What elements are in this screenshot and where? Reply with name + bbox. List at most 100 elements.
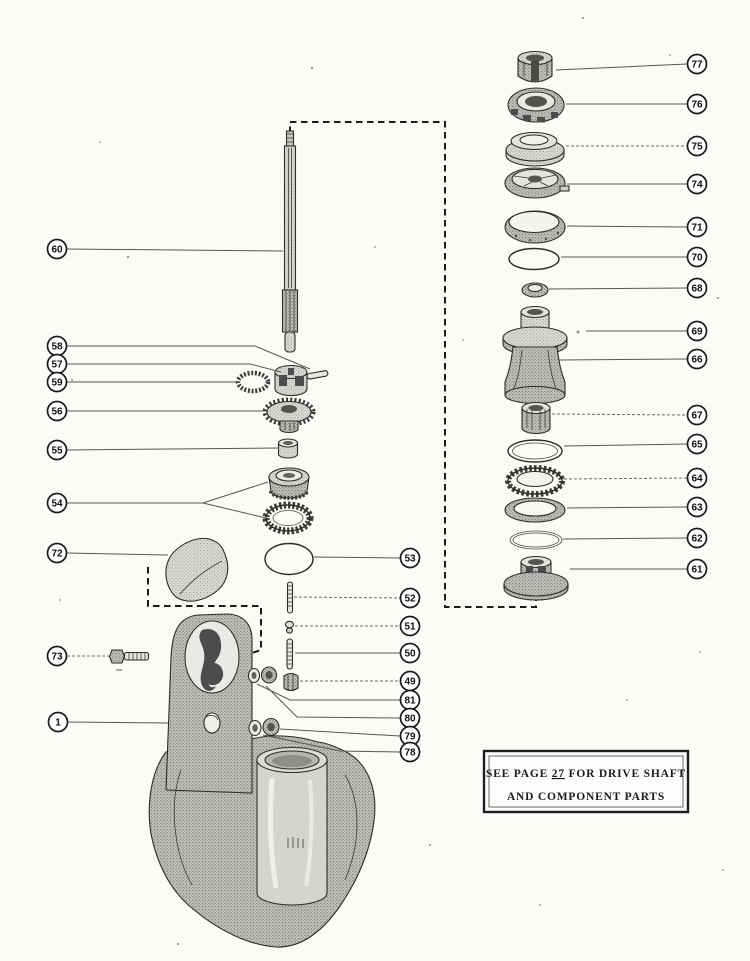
callout-75: 75 [686, 135, 708, 157]
callout-77: 77 [686, 53, 708, 75]
svg-text:67: 67 [691, 411, 703, 422]
part-washer-79 [248, 719, 262, 737]
part-bushing [277, 438, 299, 459]
part-shift-cam [165, 537, 229, 602]
note-box-border [482, 749, 690, 814]
svg-text:73: 73 [51, 652, 63, 663]
leader-52 [293, 596, 401, 599]
leader-65 [563, 443, 688, 447]
svg-text:59: 59 [51, 378, 63, 389]
part-ring-71 [504, 210, 566, 244]
callout-49: 49 [399, 670, 421, 692]
leader-79 [279, 728, 401, 737]
svg-text:66: 66 [691, 355, 703, 366]
leader-62 [562, 537, 688, 540]
leader-1 [67, 721, 169, 724]
part-o-ring-62 [509, 530, 563, 550]
svg-text:71: 71 [691, 223, 703, 234]
svg-text:64: 64 [691, 474, 703, 485]
callout-61: 61 [686, 558, 708, 580]
svg-text:56: 56 [51, 407, 63, 418]
leader-53 [313, 556, 401, 559]
callout-72: 72 [46, 542, 68, 564]
leader-64 [563, 477, 688, 480]
svg-text:58: 58 [51, 342, 63, 353]
part-bevel-gear [262, 397, 316, 434]
svg-text:53: 53 [404, 554, 416, 565]
leader-72 [66, 552, 169, 556]
svg-text:50: 50 [404, 649, 416, 660]
part-bolt [108, 649, 150, 671]
svg-text:70: 70 [691, 253, 703, 264]
part-roller-bearing-67 [521, 401, 551, 435]
svg-text:61: 61 [691, 565, 703, 576]
dashed-assembly-path-left [147, 567, 262, 656]
callout-66: 66 [686, 348, 708, 370]
part-cover-74 [504, 167, 570, 199]
note-line-1: SEE PAGE 27 FOR DRIVE SHAFT [486, 768, 686, 780]
leader-78 [262, 734, 401, 753]
part-clutch-dog [274, 364, 308, 397]
svg-text:51: 51 [404, 622, 416, 633]
svg-text:78: 78 [404, 748, 416, 759]
svg-text:55: 55 [51, 446, 63, 457]
callout-74: 74 [686, 173, 708, 195]
leader-55 [66, 447, 280, 451]
callout-73: 73 [46, 645, 68, 667]
part-coupler-51 [284, 620, 295, 634]
part-gear-housing [148, 613, 376, 948]
part-bearing-64 [505, 465, 565, 497]
callout-56: 56 [46, 400, 68, 422]
svg-text:74: 74 [691, 180, 703, 191]
callout-50: 50 [399, 642, 421, 664]
callout-1: 1 [47, 711, 69, 733]
callout-67: 67 [686, 404, 708, 426]
callout-71: 71 [686, 216, 708, 238]
callout-63: 63 [686, 496, 708, 518]
callout-68: 68 [686, 277, 708, 299]
svg-text:77: 77 [691, 60, 703, 71]
part-o-ring-53 [264, 542, 314, 576]
svg-text:52: 52 [404, 594, 416, 605]
callout-57: 57 [46, 353, 68, 375]
part-o-ring-65 [507, 439, 563, 463]
callout-69: 69 [686, 320, 708, 342]
part-ring-68 [521, 282, 549, 298]
svg-text:81: 81 [404, 696, 416, 707]
leader-66 [558, 358, 688, 361]
leader-58 [67, 345, 311, 370]
callout-64: 64 [686, 467, 708, 489]
svg-text:60: 60 [51, 245, 63, 256]
part-bearing-carrier [502, 305, 568, 405]
svg-text:72: 72 [51, 549, 63, 560]
svg-text:54: 54 [51, 499, 63, 510]
leader-57 [67, 363, 282, 373]
leader-81 [256, 683, 400, 701]
part-bearing-cup [262, 501, 314, 535]
callout-51: 51 [399, 615, 421, 637]
callout-76: 76 [686, 93, 708, 115]
part-rod-52 [286, 581, 294, 614]
callout-60: 60 [46, 238, 68, 260]
callout-80: 80 [399, 707, 421, 729]
part-seal-63 [504, 497, 566, 523]
callout-59: 59 [46, 371, 68, 393]
leader-60 [66, 248, 284, 252]
svg-text:63: 63 [691, 503, 703, 514]
part-nut-80 [260, 666, 278, 684]
svg-text:1: 1 [55, 718, 61, 729]
part-o-ring-70 [508, 247, 560, 271]
callout-81: 81 [399, 689, 421, 711]
callout-52: 52 [399, 587, 421, 609]
part-retainer-spring [235, 370, 271, 394]
callout-65: 65 [686, 433, 708, 455]
svg-text:68: 68 [691, 284, 703, 295]
svg-text:80: 80 [404, 714, 416, 725]
leader-71 [566, 225, 688, 228]
part-nut-78 [262, 717, 280, 737]
part-pin [306, 370, 329, 380]
leader-80 [265, 685, 401, 719]
part-rod-50 [286, 638, 294, 670]
dashed-assembly-path-right [289, 121, 537, 608]
